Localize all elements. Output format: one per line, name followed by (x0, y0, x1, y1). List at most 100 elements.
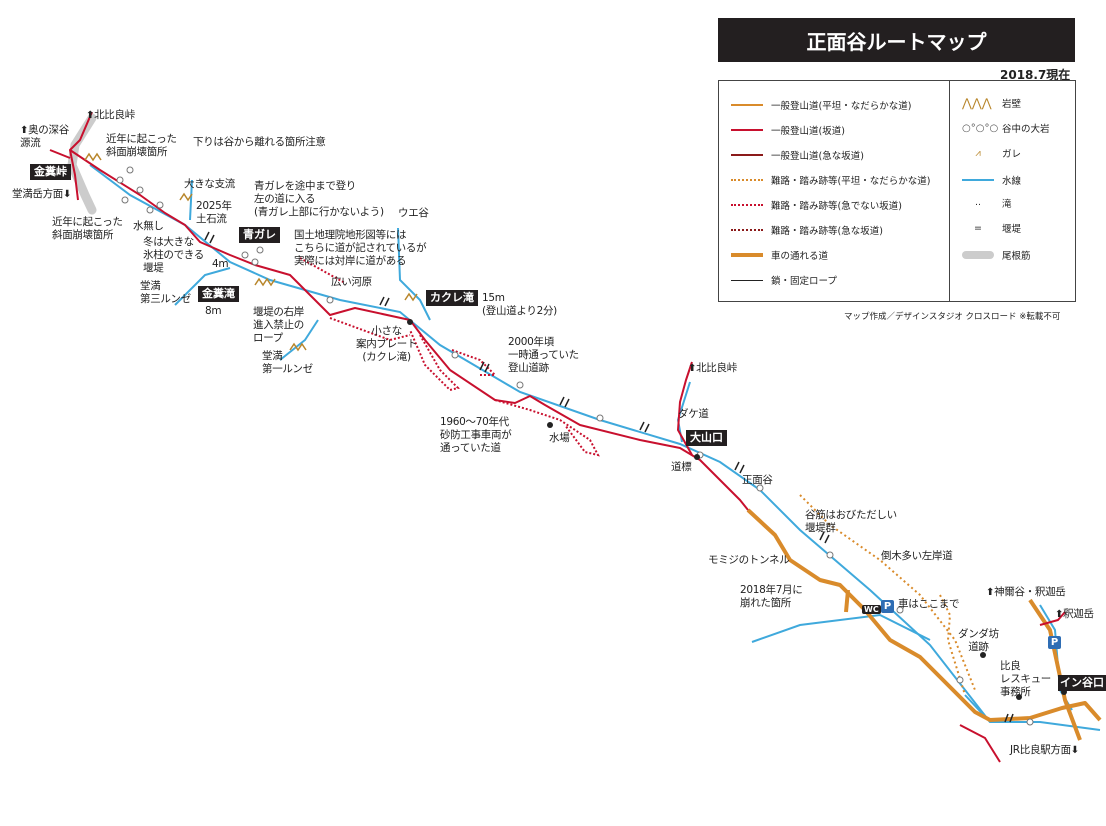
legend-label: 難路・踏み跡等(急な坂道) (771, 226, 883, 237)
label-domen-1st-runze: 堂満 第一ルンゼ (262, 350, 313, 375)
legend-swatch-car-road (731, 253, 763, 257)
legend-label: ガレ (1002, 149, 1022, 160)
label-danda-bo: ダンダ坊 道跡 (958, 628, 999, 653)
label-dake-trail: ダケ道 (678, 408, 709, 420)
legend-symbols-column: ⋀⋀⋀ 岩壁 ○°○°○谷中の大岩 ⩘ ガレ 水線 ‥ 滝 = 堰堤 尾根筋 (949, 81, 1050, 301)
label-large-tributary: 大きな支流 (184, 178, 235, 190)
parking-icon: P (1048, 636, 1061, 649)
label-ue-dani: ウエ谷 (398, 207, 429, 219)
large-rock-icon: ○°○°○ (962, 122, 999, 134)
label-8m: 8m (205, 305, 222, 317)
landmark-dots (407, 319, 1067, 700)
legend-label: 一般登山道(坂道) (771, 126, 845, 137)
legend-swatch-faint-flat (731, 179, 763, 181)
badge-oyamaguchi: 大山口 (686, 430, 727, 446)
water-line-icon (962, 179, 994, 181)
label-fallen-trees: 倒木多い左岸道 (881, 550, 953, 562)
legend-swatch-faint-slope (731, 204, 763, 206)
label-kitahira-pass-2: ⬆北比良峠 (688, 362, 737, 375)
label-kitahira-pass: ⬆北比良峠 (86, 109, 135, 122)
toilet-icon: WC (862, 605, 881, 614)
label-many-dams: 谷筋はおびただしい 堰堤群 (805, 509, 897, 534)
scree-icon: ⩘ (975, 147, 981, 159)
label-text: JR比良駅方面 (1010, 744, 1071, 756)
label-landslide-2: 近年に起こった 斜面崩壊箇所 (52, 216, 123, 241)
rock-wall-icon: ⋀⋀⋀ (962, 96, 992, 110)
label-text: 堂満岳方面 (12, 188, 63, 200)
map-title: 正面谷ルートマップ (718, 18, 1075, 62)
label-icicle-dam: 冬は大きな 氷柱のできる 堰堤 (143, 236, 204, 274)
badge-kakure-falls: カクレ滝 (426, 290, 478, 306)
legend-label: 滝 (1002, 199, 1012, 210)
legend-label: 堰堤 (1002, 224, 1022, 235)
label-map-discrepancy: 国土地理院地形図等には こちらに道が記されているが 実際には対岸に道がある (294, 229, 427, 267)
label-landslide-1: 近年に起こった 斜面崩壊箇所 (106, 133, 177, 158)
label-descent-caution: 下りは谷から離れる箇所注意 (193, 136, 326, 148)
label-text: 北比良峠 (696, 362, 737, 374)
legend-label: 水線 (1002, 176, 1022, 187)
badge-kinkuso-pass: 金糞峠 (30, 164, 71, 180)
label-water-source: 水場 (549, 432, 570, 444)
parking-icon: P (881, 600, 894, 613)
legend-label: 尾根筋 (1002, 251, 1031, 262)
label-text: 神爾谷・釈迦岳 (994, 586, 1066, 598)
label-rope-no-entry: 堰堤の右岸 進入禁止の ロープ (253, 306, 304, 344)
badge-aogare: 青ガレ (239, 227, 280, 243)
label-text: 釈迦岳 (1063, 608, 1094, 620)
dams (204, 231, 1014, 723)
as-of-date: 2018.7現在 (1000, 68, 1071, 82)
dam-icon: = (974, 222, 982, 234)
arrow-down-icon: ⬇ (63, 189, 72, 200)
legend-label: 鎖・固定ロープ (771, 276, 837, 287)
legend-swatch-faint-steep (731, 229, 763, 231)
label-15m: 15m (登山道より2分) (482, 292, 557, 317)
label-shakadake: ⬆釈迦岳 (1055, 608, 1094, 621)
rock-walls (84, 152, 418, 352)
label-small-plate: 小さな 案内プレート (カクレ滝) (356, 325, 418, 363)
ridges (67, 113, 97, 215)
large-rocks (116, 166, 1034, 726)
label-shomendani: 正面谷 (742, 474, 773, 486)
label-signpost: 道標 (671, 461, 692, 473)
label-debris-flow: 2025年 土石流 (196, 200, 232, 225)
arrow-up-icon: ⬆ (688, 363, 697, 374)
label-okunofukadani: ⬆奥の深谷 源流 (20, 124, 69, 150)
legend-label: 岩壁 (1002, 99, 1022, 110)
label-text: 奥の深谷 源流 (20, 124, 69, 149)
ridge-icon (962, 251, 994, 259)
badge-indaniguchi: イン谷口 (1058, 675, 1106, 691)
arrow-up-icon: ⬆ (86, 110, 95, 121)
label-text: 北比良峠 (94, 109, 135, 121)
waterfall-icon: ‥ (974, 198, 981, 208)
ue-stream (397, 227, 431, 321)
arrow-down-icon: ⬇ (1070, 745, 1079, 756)
credit: マップ作成／デザインスタジオ クロスロード ※転載不可 (844, 312, 1061, 322)
label-rescue-office: 比良 レスキュー 事務所 (1000, 660, 1051, 698)
label-domen-3rd-runze: 堂満 第三ルンゼ (140, 280, 191, 305)
arrow-up-icon: ⬆ (20, 125, 29, 136)
faint-flat-trails (799, 494, 976, 696)
legend-label: 難路・踏み跡等(急でない坂道) (771, 201, 902, 212)
legend-label: 一般登山道(急な坂道) (771, 151, 864, 162)
legend-label: 谷中の大岩 (1002, 124, 1050, 135)
badge-kinkuso-falls: 金糞滝 (198, 286, 239, 302)
label-4m: 4m (212, 258, 229, 270)
legend-label: 車の通れる道 (771, 251, 829, 262)
label-wide-riverbed: 広い河原 (331, 276, 372, 288)
side-stream (189, 179, 193, 221)
arrow-up-icon: ⬆ (1055, 609, 1064, 620)
label-jr-hira-station: JR比良駅方面⬇ (1010, 744, 1079, 757)
legend: 一般登山道(平坦・なだらかな道) 一般登山道(坂道) 一般登山道(急な坂道) 難… (718, 80, 1076, 302)
legend-swatch-trail-slope (731, 129, 763, 131)
car-roads (746, 508, 1102, 741)
legend-label: 一般登山道(平坦・なだらかな道) (771, 101, 912, 112)
label-momiji-tunnel: モミジのトンネル (708, 554, 790, 566)
label-kamiji-shaka: ⬆神爾谷・釈迦岳 (986, 586, 1066, 599)
legend-swatch-trail-flat (731, 104, 763, 106)
label-domandake-direction: 堂満岳方面⬇ (12, 188, 71, 201)
arrow-up-icon: ⬆ (986, 587, 995, 598)
legend-swatch-chain-rope (731, 279, 763, 281)
label-no-water: 水無し (133, 220, 164, 232)
